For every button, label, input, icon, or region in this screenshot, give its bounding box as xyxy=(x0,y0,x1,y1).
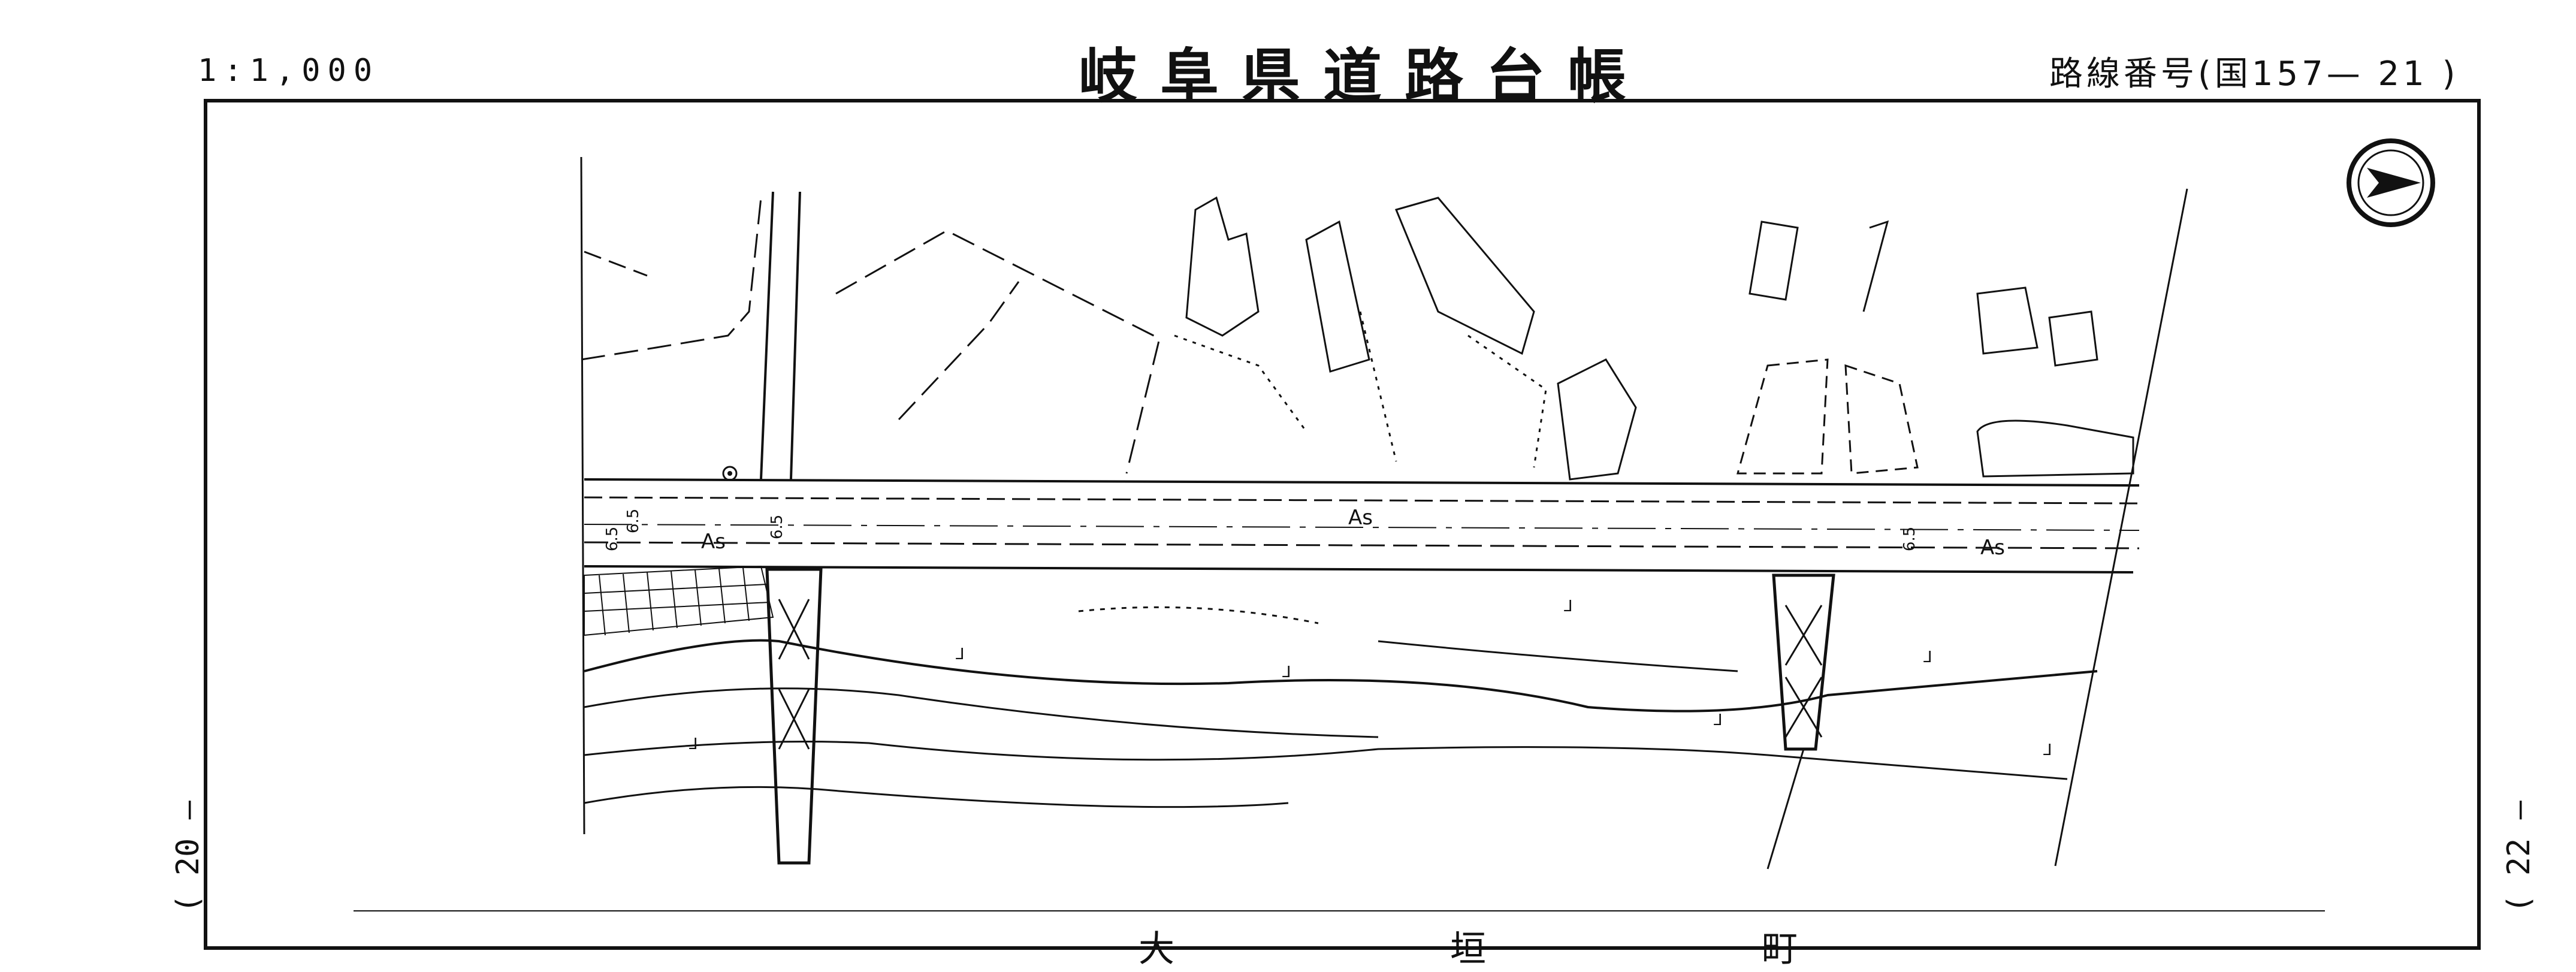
north-arrow-icon xyxy=(2347,138,2435,227)
embankment-symbol-7: ⅃ xyxy=(1564,597,1573,615)
map-scale: 1:1,000 xyxy=(198,53,380,89)
surface-label-right: As xyxy=(1980,536,2005,560)
embankment-symbol-6: ⅃ xyxy=(1923,648,1932,666)
district-name: 大 垣 町 xyxy=(1138,928,1917,970)
embankment-symbol-4: ⅃ xyxy=(1714,711,1723,729)
route-number: 路線番号(国157— 21 ) xyxy=(2049,55,2459,93)
surface-label-left: As xyxy=(701,530,726,554)
embankment-symbol-2: ⅃ xyxy=(689,735,698,753)
width-label-left: 6.5 xyxy=(603,527,621,551)
width-label-bridge: 6.5 xyxy=(768,515,786,539)
width-label-right: 6.5 xyxy=(1901,527,1919,551)
embankment-symbol-3: ⅃ xyxy=(1282,663,1291,681)
embankment-symbol-5: ⅃ xyxy=(2043,741,2052,759)
road-map-drawing: As As As 6.5 6.5 6.5 6.5 ⅃ ⅃ ⅃ ⅃ ⅃ ⅃ ⅃ xyxy=(354,138,2435,911)
benchmark-icon xyxy=(722,466,738,481)
width-label-left-2: 6.5 xyxy=(624,509,642,533)
surface-label-center: As xyxy=(1348,506,1373,530)
embankment-symbol-1: ⅃ xyxy=(956,645,965,663)
